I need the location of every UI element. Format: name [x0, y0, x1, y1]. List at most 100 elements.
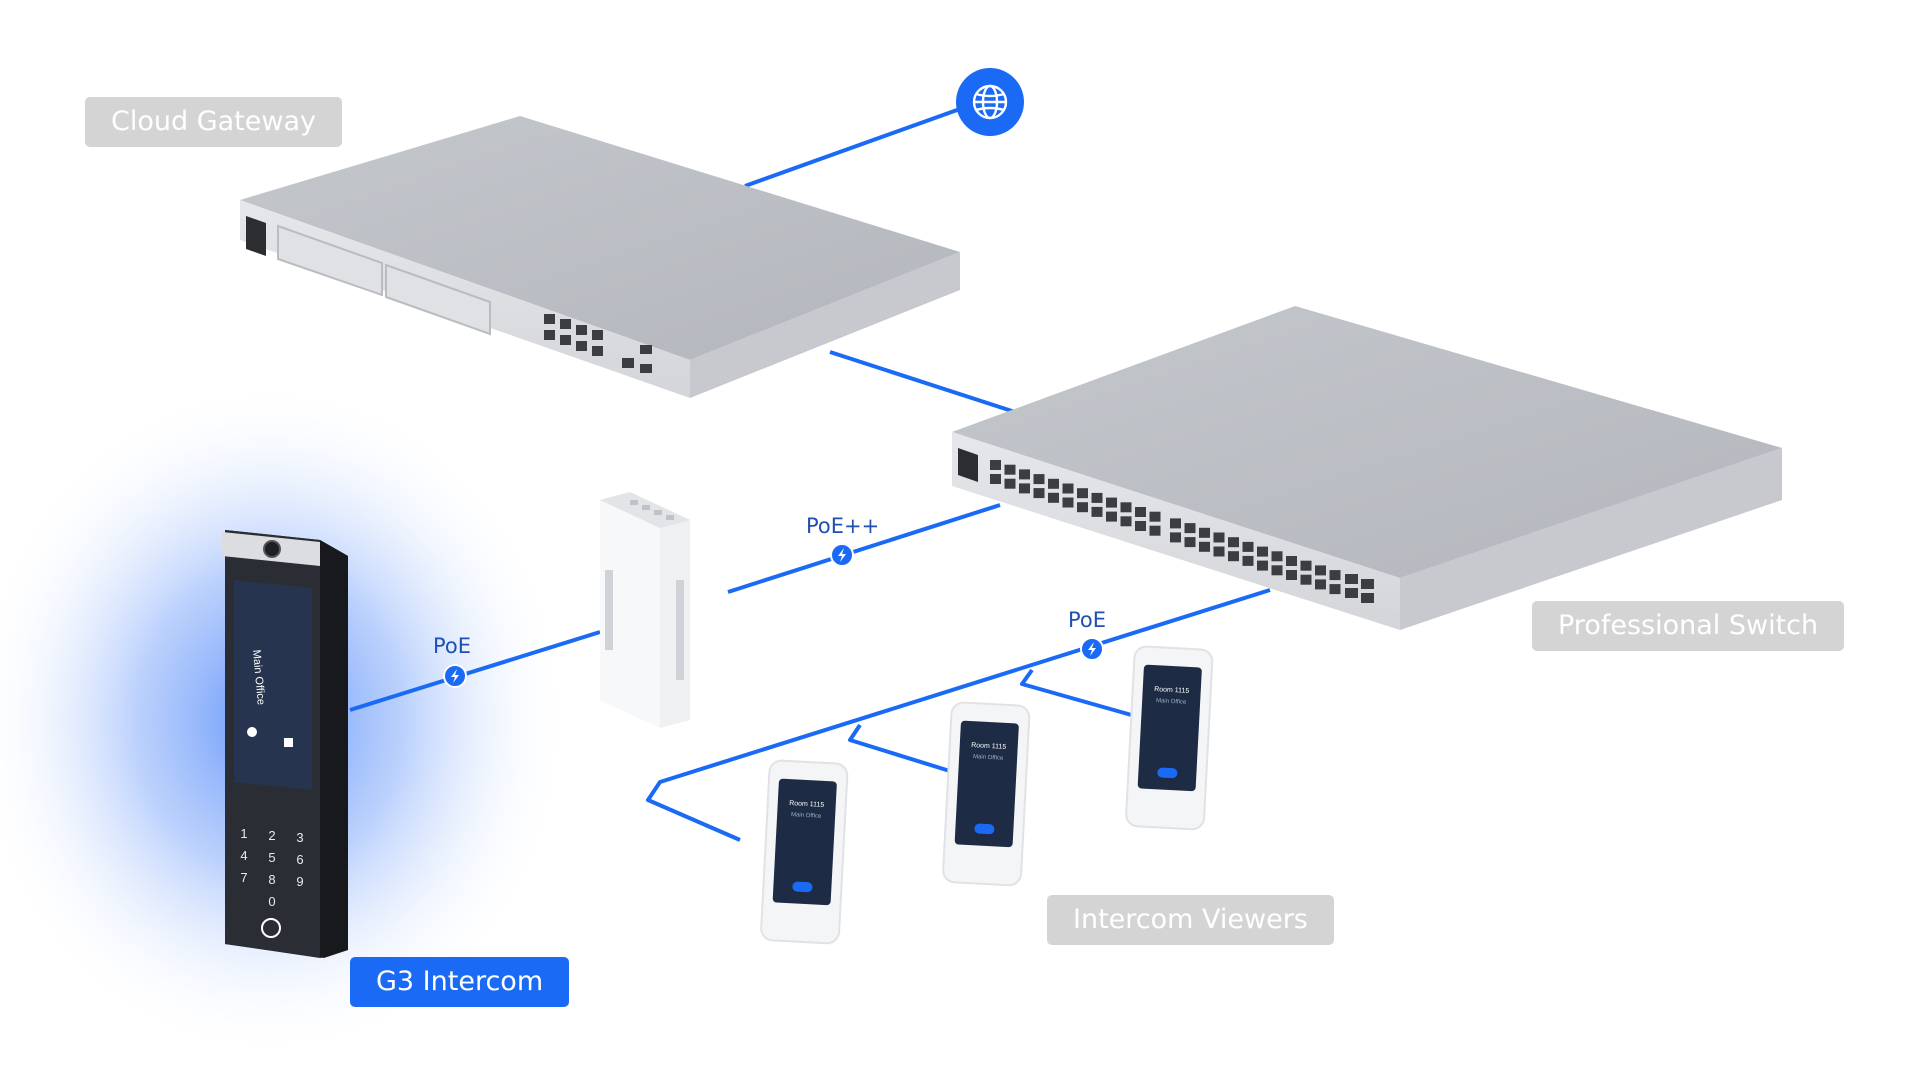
switch-port: [1257, 546, 1268, 557]
switch-sfp-port: [1361, 579, 1374, 589]
switch-port: [1004, 478, 1016, 489]
g3-intercom-label: G3 Intercom: [350, 957, 570, 1007]
switch-port: [1135, 507, 1146, 517]
viewer-3-subtitle: Main Office: [1156, 698, 1187, 706]
link-branch-viewer-2: [848, 723, 954, 774]
cloud-gateway-device: [240, 116, 960, 398]
switch-port: [1019, 469, 1030, 480]
intercom-door-icon: [284, 738, 293, 747]
poe-label-intercom: PoE: [433, 634, 472, 658]
switch-port: [1106, 497, 1117, 508]
keypad-key: 2: [268, 828, 275, 843]
viewer-1-subtitle: Main Office: [791, 812, 822, 820]
switch-port: [1004, 464, 1016, 475]
viewer-1-answer-button: [792, 881, 813, 893]
poe-badge-intercom: [443, 664, 467, 688]
viewer-3-title: Room 1115: [1154, 686, 1190, 695]
intercom-keypad: 1 2 3 4 5 6 7 8 9 0: [240, 826, 303, 909]
keypad-key: 0: [268, 894, 275, 909]
switch-sfp-port: [1345, 588, 1358, 598]
switch-port: [1135, 521, 1146, 531]
professional-switch-device: [952, 306, 1782, 630]
viewer-2-answer-button: [974, 823, 995, 835]
switch-port: [1120, 516, 1132, 527]
switch-port: [1300, 560, 1312, 571]
switch-port: [1329, 570, 1341, 581]
switch-port: [1242, 555, 1254, 566]
intercom-viewers-label: Intercom Viewers: [1047, 895, 1334, 945]
poe-label-viewers: PoE: [1068, 608, 1107, 632]
link-gateway-internet: [744, 98, 986, 188]
intercom-viewer-1: Room 1115 Main Office: [760, 759, 849, 945]
keypad-key: 5: [268, 850, 275, 865]
poe-adapter-device: [600, 492, 690, 728]
viewer-2-subtitle: Main Office: [973, 754, 1004, 762]
switch-port: [1271, 565, 1283, 576]
switch-sfp-port: [1361, 593, 1374, 603]
switch-port: [990, 474, 1001, 484]
link-gateway-switch: [829, 350, 1016, 414]
switch-port: [1077, 502, 1088, 513]
switch-port: [1019, 483, 1030, 494]
connection-lines: [349, 98, 1271, 842]
lightning-bolt-icon: [451, 669, 459, 683]
internet-node: [956, 68, 1024, 136]
keypad-key: 9: [296, 874, 303, 889]
keypad-key: 7: [240, 870, 247, 885]
globe-icon: [972, 84, 1008, 120]
intercom-viewer-3: Room 1115 Main Office: [1125, 645, 1214, 831]
switch-port: [1199, 541, 1210, 552]
switch-port: [1062, 483, 1074, 494]
switch-port: [1077, 488, 1088, 499]
poe-label-adapter: PoE++: [806, 514, 880, 538]
intercom-call-icon: [247, 727, 257, 737]
switch-port: [1149, 511, 1161, 522]
keypad-key: 8: [268, 872, 275, 887]
viewer-3-answer-button: [1157, 767, 1178, 779]
keypad-key: 6: [296, 852, 303, 867]
lightning-bolt-icon: [1088, 642, 1096, 656]
switch-port: [1149, 525, 1161, 536]
switch-port: [1170, 532, 1181, 543]
switch-port: [1170, 518, 1181, 529]
link-branch-viewer-3: [1020, 668, 1136, 718]
keypad-key: 1: [240, 826, 247, 841]
switch-port: [1286, 570, 1297, 580]
switch-port: [1033, 488, 1045, 499]
keypad-key: 3: [296, 830, 303, 845]
switch-port: [1315, 565, 1326, 576]
link-intercom-adapter: [349, 630, 601, 712]
switch-port: [1228, 537, 1239, 548]
keypad-key: 4: [240, 848, 247, 863]
lightning-bolt-icon: [838, 548, 846, 562]
switch-port: [1062, 497, 1074, 508]
poe-badge-adapter: [830, 543, 854, 567]
gateway-ports: [544, 314, 652, 373]
switch-port: [1315, 579, 1326, 590]
viewer-1-title: Room 1115: [789, 800, 825, 809]
intercom-viewer-2: Room 1115 Main Office: [942, 701, 1031, 887]
professional-switch-label: Professional Switch: [1532, 601, 1845, 651]
switch-port: [1048, 492, 1059, 503]
switch-port: [1271, 551, 1283, 562]
switch-sfp-port: [1345, 574, 1358, 584]
switch-port: [1213, 532, 1225, 543]
switch-port: [1184, 537, 1196, 548]
switch-port: [1091, 492, 1103, 503]
switch-ports: [990, 460, 1374, 603]
intercom-screen: [234, 580, 312, 790]
intercom-call-button: [261, 918, 281, 938]
camera-icon: [263, 540, 281, 558]
switch-port: [1329, 584, 1341, 595]
switch-port: [1184, 523, 1196, 534]
poe-badge-viewers: [1080, 637, 1104, 661]
switch-port: [990, 460, 1001, 470]
switch-port: [1120, 502, 1132, 513]
switch-port: [1213, 546, 1225, 557]
viewer-2-title: Room 1115: [971, 742, 1007, 751]
switch-port: [1091, 506, 1103, 517]
switch-port: [1033, 474, 1045, 485]
link-switch-viewers-trunk: [646, 588, 1271, 842]
switch-port: [1257, 560, 1268, 571]
